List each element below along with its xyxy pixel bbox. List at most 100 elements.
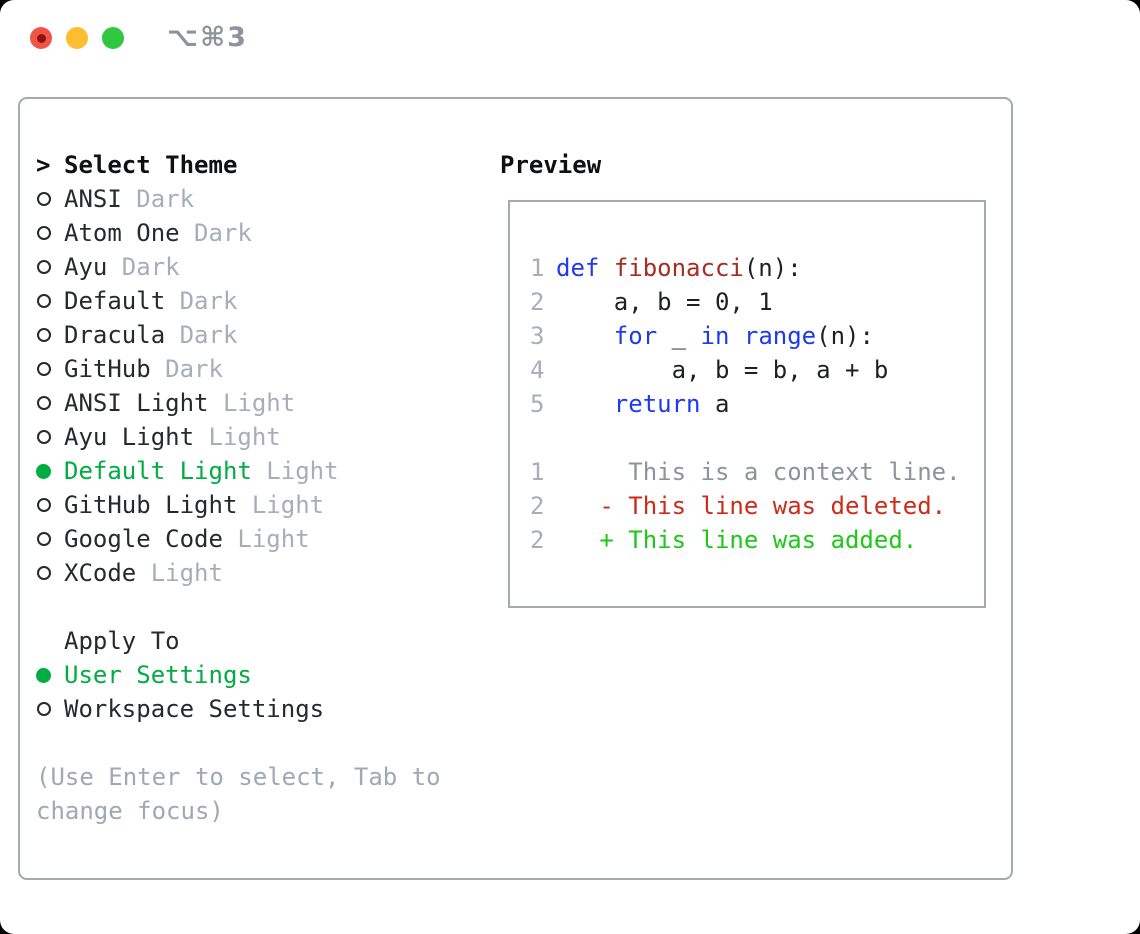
- theme-option[interactable]: XCode Light: [20, 556, 498, 590]
- radio-icon: [36, 702, 64, 716]
- apply-option[interactable]: User Settings: [20, 658, 498, 692]
- theme-option[interactable]: Atom One Dark: [20, 216, 498, 250]
- code-segment: _: [657, 322, 701, 350]
- radio-icon: [36, 192, 64, 206]
- theme-variant: Light: [194, 423, 281, 451]
- modified-indicator-dot: [36, 33, 46, 43]
- code-line: 2 - This line was deleted.: [530, 489, 984, 523]
- theme-option-label: Default Dark: [64, 287, 237, 315]
- close-button[interactable]: [30, 27, 52, 49]
- theme-variant: Light: [222, 525, 310, 553]
- code-segment: [556, 390, 614, 418]
- line-number: 2: [530, 526, 545, 554]
- radio-icon: [36, 328, 64, 342]
- theme-option-label: GitHub Dark: [64, 355, 223, 383]
- code-line: 2 + This line was added.: [530, 523, 984, 557]
- theme-name: Ayu: [64, 253, 108, 281]
- code-segment: a, b = 0, 1: [556, 288, 773, 316]
- code-segment: (n):: [816, 322, 874, 350]
- theme-name: GitHub Light: [64, 491, 238, 519]
- radio-icon: [36, 226, 64, 240]
- theme-name: Google Code: [64, 525, 223, 553]
- theme-variant: Dark: [165, 287, 238, 315]
- theme-option[interactable]: Default Light Light: [20, 454, 498, 488]
- theme-option[interactable]: ANSI Dark: [20, 182, 498, 216]
- code-line: 1 This is a context line.: [530, 455, 984, 489]
- radio-ring: [37, 430, 51, 444]
- theme-name: ANSI Light: [64, 389, 209, 417]
- apply-to-header: Apply To: [20, 624, 498, 658]
- theme-name: Ayu Light: [64, 423, 195, 451]
- theme-option[interactable]: Ayu Dark: [20, 250, 498, 284]
- prompt-caret: >: [36, 151, 51, 179]
- apply-to-title: Apply To: [64, 627, 180, 655]
- line-number: 4: [530, 356, 545, 384]
- theme-option-label: Dracula Dark: [64, 321, 237, 349]
- line-number: 5: [530, 390, 545, 418]
- radio-ring: [37, 192, 51, 206]
- code-segment: a, b = b, a + b: [556, 356, 889, 384]
- radio-icon: [36, 294, 64, 308]
- minimize-button[interactable]: [66, 27, 88, 49]
- theme-name: Default: [64, 287, 166, 315]
- apply-option-label: Workspace Settings: [64, 695, 325, 723]
- spacer: [20, 590, 498, 624]
- spacer: [20, 726, 498, 760]
- theme-option[interactable]: Google Code Light: [20, 522, 498, 556]
- prompt-marker: >: [36, 151, 64, 179]
- radio-icon: [36, 396, 64, 410]
- select-theme-header: > Select Theme: [20, 148, 498, 182]
- code-segment: (n):: [743, 254, 802, 282]
- preview-title: Preview: [500, 151, 602, 179]
- radio-ring: [37, 226, 51, 240]
- theme-option[interactable]: ANSI Light Light: [20, 386, 498, 420]
- theme-option-label: ANSI Dark: [64, 185, 194, 213]
- line-number: 1: [530, 458, 545, 486]
- theme-option[interactable]: Default Dark: [20, 284, 498, 318]
- radio-ring: [37, 396, 51, 410]
- code-segment: [556, 322, 614, 350]
- theme-option[interactable]: Dracula Dark: [20, 318, 498, 352]
- hint-line-1: (Use Enter to select, Tab to: [36, 763, 441, 791]
- theme-variant: Light: [237, 491, 325, 519]
- radio-icon: [36, 566, 64, 580]
- code-segment: fibonacci: [613, 254, 744, 282]
- code-segment: This is a context line.: [556, 458, 961, 486]
- apply-option[interactable]: Workspace Settings: [20, 692, 498, 726]
- theme-option[interactable]: GitHub Dark: [20, 352, 498, 386]
- code-segment: [599, 254, 613, 282]
- theme-name: GitHub: [64, 355, 151, 383]
- theme-option[interactable]: Ayu Light Light: [20, 420, 498, 454]
- line-number: 2: [530, 492, 545, 520]
- code-segment: for: [613, 322, 658, 350]
- radio-icon: [36, 260, 64, 274]
- radio-dot: [36, 463, 51, 479]
- theme-variant: Dark: [179, 219, 252, 247]
- code-segment: a: [700, 390, 730, 418]
- line-number: 1: [530, 254, 545, 282]
- radio-ring: [37, 362, 51, 376]
- zoom-button[interactable]: [102, 27, 124, 49]
- theme-name: XCode: [64, 559, 137, 587]
- line-number: 2: [530, 288, 545, 316]
- selected-radio-icon: [36, 463, 64, 479]
- radio-ring: [37, 294, 51, 308]
- theme-option[interactable]: GitHub Light Light: [20, 488, 498, 522]
- theme-variant: Dark: [150, 355, 223, 383]
- theme-option-label: Ayu Dark: [64, 253, 180, 281]
- code-line: 3 for _ in range(n):: [530, 319, 984, 353]
- theme-option-label: Google Code Light: [64, 525, 310, 553]
- window-shortcut-label: ⌥⌘3: [167, 22, 248, 53]
- hint-line-2: change focus): [36, 797, 224, 825]
- theme-variant: Dark: [107, 253, 180, 281]
- radio-icon: [36, 532, 64, 546]
- radio-ring: [37, 328, 51, 342]
- traffic-lights: [30, 27, 124, 49]
- radio-ring: [37, 532, 51, 546]
- radio-dot: [36, 667, 51, 683]
